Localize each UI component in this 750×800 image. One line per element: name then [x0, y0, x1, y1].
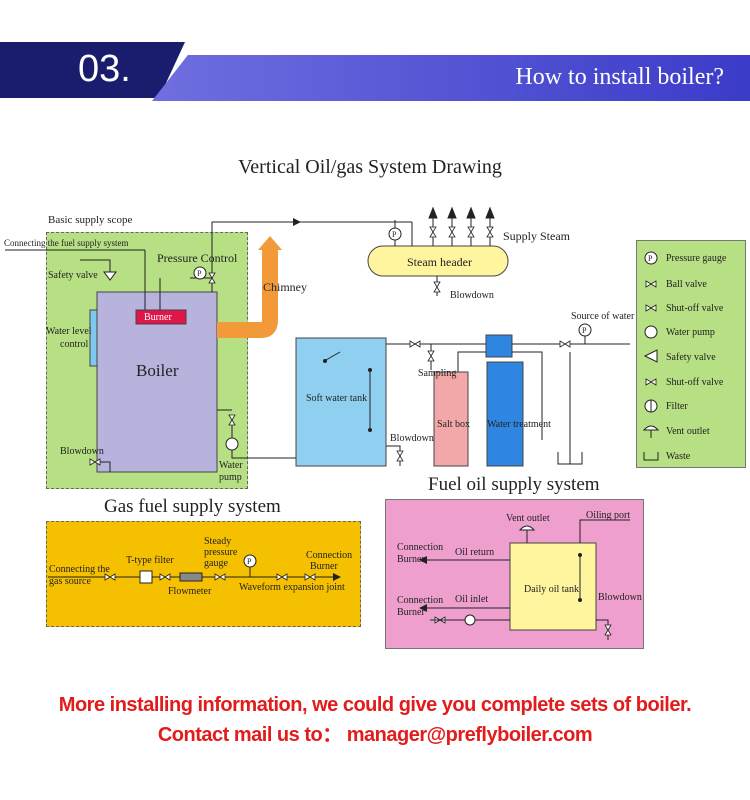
expansion-joint-label: Waveform expansion joint	[239, 582, 345, 593]
oil-system-title: Fuel oil supply system	[428, 474, 600, 495]
water-pump-icon	[225, 437, 239, 451]
oil-connection-label-2: Burner	[397, 554, 425, 565]
legend-label: Shut-off valve	[666, 377, 724, 388]
header-pressure-gauge-icon	[388, 227, 402, 241]
svg-text:P: P	[648, 254, 653, 263]
gas-source-label-2: gas source	[49, 576, 91, 587]
salt-box	[433, 371, 469, 467]
section-number: 03.	[78, 48, 131, 90]
sampling-label: Sampling	[418, 368, 457, 379]
legend-label: Vent outlet	[666, 426, 710, 437]
pressure-control-label: Pressure Control	[157, 251, 238, 265]
oiling-port-label: Oiling port	[586, 510, 631, 521]
svg-text:P: P	[197, 269, 202, 278]
legend-label: Safety valve	[666, 352, 716, 363]
steam-header-label: Steam header	[407, 255, 472, 269]
gas-connection-label: Connection	[306, 550, 353, 561]
oil-blowdown-label: Blowdown	[598, 592, 642, 603]
water-level-gauge	[89, 309, 98, 367]
gas-system-title: Gas fuel supply system	[104, 496, 281, 517]
oil-connection-label: Connection	[397, 542, 444, 553]
safety-valve-label: Safety valve	[48, 270, 98, 281]
steam-header-vessel	[367, 245, 509, 277]
water-treatment-label: Water treatment	[487, 419, 551, 430]
svg-text:P: P	[582, 326, 587, 335]
soft-water-tank-label: Soft water tank	[306, 393, 368, 404]
diagram-title: Vertical Oil/gas System Drawing	[238, 156, 502, 178]
gas-source-label: Connecting the	[49, 564, 110, 575]
legend-label: Water pump	[666, 327, 715, 338]
salt-box-label: Salt box	[437, 419, 471, 430]
treatment-valve-head	[485, 334, 513, 358]
burner-block	[135, 309, 187, 325]
soft-water-tank	[295, 337, 387, 467]
pressure-gauge-icon	[193, 266, 207, 280]
footer-info-line: More installing information, we could gi…	[58, 694, 692, 716]
boiler-label: Boiler	[136, 361, 179, 380]
oil-return-label: Oil return	[455, 547, 495, 558]
source-of-water-label: Source of water	[571, 311, 635, 322]
daily-oil-tank	[509, 542, 597, 631]
header-blowdown-label: Blowdown	[450, 290, 494, 301]
vent-outlet-label: Vent outlet	[506, 513, 550, 524]
gauge-label-3: gauge	[204, 558, 228, 569]
legend-label: Ball valve	[666, 279, 707, 290]
chimney-flue	[217, 250, 278, 338]
legend-label: Shut-off valve	[666, 303, 724, 314]
flowmeter-label: Flowmeter	[168, 586, 212, 597]
gauge-label-2: pressure	[204, 547, 238, 558]
supply-steam-label: Supply Steam	[503, 229, 571, 243]
tank-blowdown-label: Blowdown	[390, 433, 434, 444]
daily-oil-tank-label: Daily oil tank	[524, 584, 579, 595]
section-title: How to install boiler?	[515, 64, 724, 90]
t-filter-label: T-type filter	[126, 555, 174, 566]
legend-icons: P	[642, 251, 660, 461]
water-treatment-vessel	[486, 361, 524, 467]
burner-label: Burner	[144, 312, 172, 323]
water-pump-label-2: pump	[219, 472, 242, 483]
legend-label: Waste	[666, 451, 691, 462]
footer-contact-line: Contact mail us to： manager@preflyboiler…	[157, 724, 593, 746]
steam-outlets	[428, 206, 495, 246]
banner-number-block	[0, 42, 185, 98]
oil-inlet-label: Oil inlet	[455, 594, 489, 605]
boiler-blowdown-label: Blowdown	[60, 446, 104, 457]
svg-text:P: P	[247, 557, 252, 566]
svg-text:P: P	[392, 230, 397, 239]
water-pump-label: Water	[219, 460, 243, 471]
gas-system-region	[46, 521, 361, 627]
gas-connection-label-2: Burner	[310, 561, 338, 572]
oil-connection-label-4: Burner	[397, 607, 425, 618]
supply-scope-label: Basic supply scope	[48, 214, 133, 226]
chimney-label: Chimney	[263, 280, 307, 294]
fuel-supply-label: Connecting the fuel supply system	[4, 238, 129, 248]
oil-connection-label-3: Connection	[397, 595, 444, 606]
gauge-label: Steady	[204, 536, 232, 547]
water-level-label-2: control	[60, 339, 89, 350]
water-level-label: Water level	[46, 326, 92, 337]
chimney-arrow	[258, 236, 282, 250]
legend-label: Filter	[666, 401, 688, 412]
legend-label: Pressure gauge	[666, 253, 727, 264]
banner-title-bar	[152, 55, 750, 101]
